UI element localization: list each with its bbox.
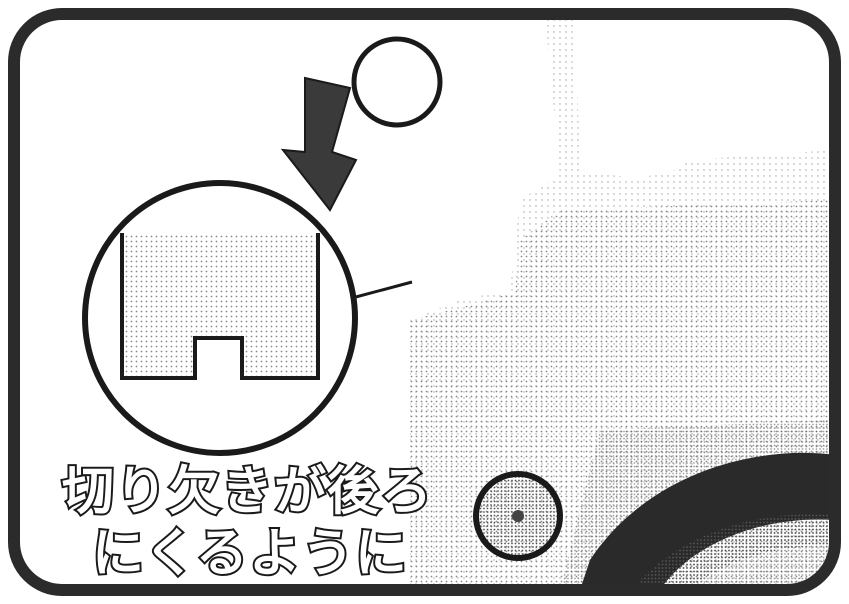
caption-line-1: 切り欠きが後ろ	[60, 462, 434, 522]
caption-line-2: にくるように	[90, 524, 409, 584]
lens-ring-inner	[635, 514, 835, 590]
circle-ok-icon	[351, 36, 443, 128]
notched-shape	[120, 233, 320, 380]
arrow-down-icon	[280, 76, 358, 212]
panel-frame	[8, 8, 841, 596]
leader-line	[351, 280, 413, 300]
lens-ring	[580, 452, 835, 590]
